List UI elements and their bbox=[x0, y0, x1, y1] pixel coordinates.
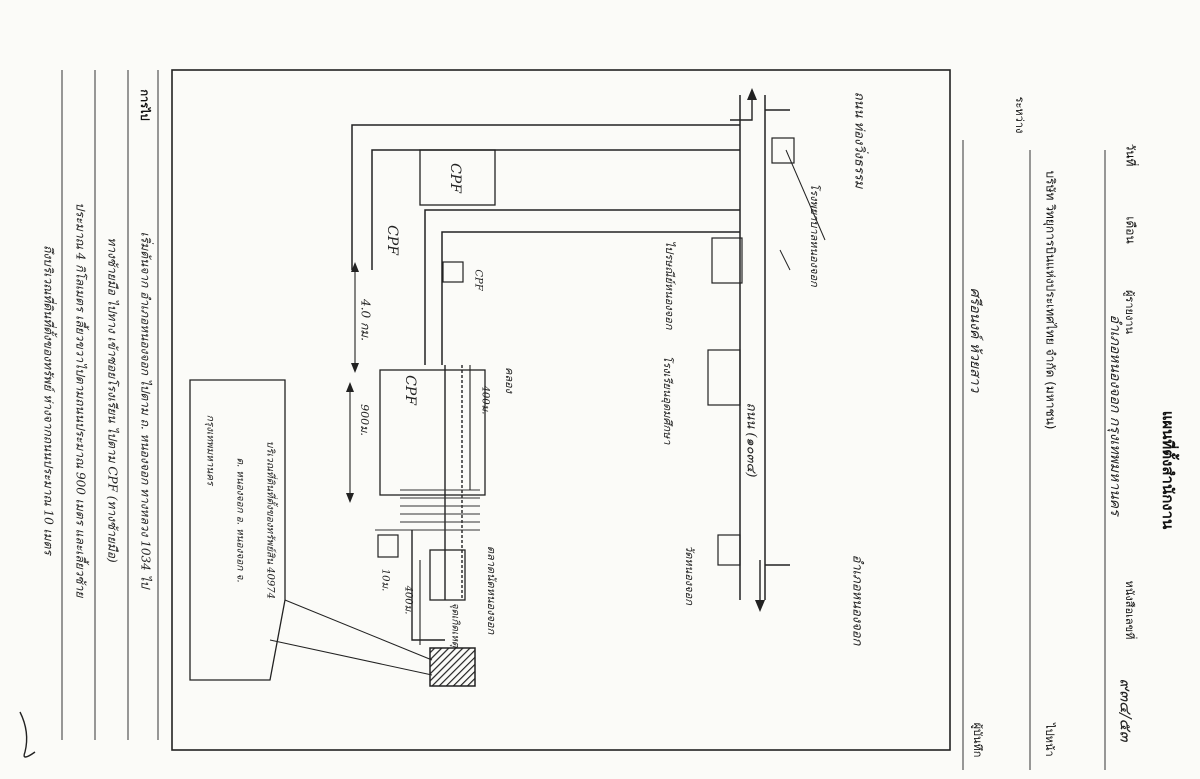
notes-line-1: เริ่มต้นจาก อำเภอหนองจอก ไปตาม ถ. หนองจอ… bbox=[138, 231, 153, 589]
arrow-top-left bbox=[730, 92, 753, 121]
label-market: ตลาดนัดหนองจอก bbox=[485, 545, 498, 635]
market-bldg bbox=[429, 549, 466, 601]
label-highway: ถนน (๑๐๓๔) bbox=[743, 402, 759, 478]
target-site bbox=[429, 647, 476, 687]
arrow-bottom-head bbox=[755, 600, 765, 612]
map-frame bbox=[171, 69, 951, 751]
cpf-branch-inner bbox=[441, 231, 740, 365]
label-dist-10: 10ม. bbox=[379, 568, 391, 592]
callout-pointer-1 bbox=[284, 599, 433, 661]
callout-pointer-2 bbox=[269, 639, 433, 676]
hospital-bldg bbox=[771, 137, 795, 164]
label-month: เดือน bbox=[1123, 216, 1138, 244]
arrow-top-head bbox=[747, 88, 757, 100]
signature-mark bbox=[19, 711, 36, 758]
notes-line-4: ถึงบริเวณที่ดินที่ตั้งของทรัพย์ ห่างจากถ… bbox=[41, 245, 56, 555]
pointer-hospital bbox=[785, 149, 826, 241]
form-title: แผนที่ตั้งสำนักงาน bbox=[1159, 410, 1177, 530]
small-bldg-canal bbox=[377, 534, 399, 558]
notes-heading: การไป bbox=[138, 89, 151, 121]
callout-line-2: ต. หนองจอก อ. หนองจอก จ. bbox=[234, 457, 246, 583]
school-bldg bbox=[707, 349, 741, 406]
pointer-road bbox=[779, 249, 791, 271]
label-doc-no: หนังสือเลขที่ bbox=[1123, 580, 1136, 640]
label-dist-4km: 4.0 กม. bbox=[358, 299, 373, 341]
label-canal: คลอง bbox=[503, 366, 516, 394]
label-between: ระหว่าง bbox=[1013, 96, 1026, 134]
label-school: โรงเรียนอุดมศึกษา bbox=[661, 355, 674, 445]
label-date: วันที่ bbox=[1123, 143, 1138, 167]
label-hospital: โรงพยาบาลหนองจอก bbox=[808, 183, 821, 287]
label-cpf-1: CPF bbox=[447, 163, 463, 193]
label-sign: ผู้บันทึก bbox=[971, 722, 984, 758]
label-cpf-small: CPF bbox=[472, 269, 484, 291]
callout-box bbox=[189, 379, 286, 681]
cpf-road-outer bbox=[351, 124, 740, 270]
label-post: ไปรษณีย์หนองจอก bbox=[663, 240, 676, 330]
canal-hatch bbox=[375, 489, 480, 531]
callout-line-1: บริเวณที่ดินที่ตั้งของทรัพย์สิน 40974 bbox=[264, 441, 276, 599]
label-dist-400b: 400ม. bbox=[402, 585, 414, 615]
label-dist-900: 900ม. bbox=[358, 404, 371, 436]
cpf-block-1 bbox=[419, 149, 496, 206]
label-cpf-3: CPF bbox=[402, 375, 418, 405]
reporter-name: อำเภอหนองจอก กรุงเทพมหานคร bbox=[1107, 314, 1123, 516]
notes-line-2: ทางซ้ายมือ ไปทาง เข้าซอยโรงเรียน ไปตาม C… bbox=[105, 237, 120, 563]
label-temple: วัดหนองจอก bbox=[683, 545, 696, 605]
cpf-road-inner bbox=[371, 149, 740, 270]
company-name: บริษัท วิทยุการบินแห่งประเทศไทย จำกัด (ม… bbox=[1043, 170, 1058, 430]
cpf-small-bldg bbox=[442, 261, 464, 283]
label-dist-400a: 400ม. bbox=[479, 385, 491, 415]
cpf-branch-outer bbox=[424, 209, 740, 365]
cpf-block-3 bbox=[379, 369, 486, 496]
label-cpf-2: CPF bbox=[384, 225, 400, 255]
label-road-top: ถนน ท่องวิ่งธรรม bbox=[851, 91, 867, 189]
temple-bldg bbox=[717, 534, 741, 566]
label-road-right: อำเภอหนองจอก bbox=[849, 554, 865, 646]
post-bldg bbox=[711, 237, 743, 284]
label-target: จุดเกิดเหตุ bbox=[449, 602, 461, 648]
notes-line-3: ประมาณ 4 กิโลเมตร เลี้ยวขวาไปตามถนนประมา… bbox=[73, 202, 88, 598]
label-attachment: ไปหน้า bbox=[1043, 723, 1056, 757]
site-access bbox=[411, 530, 445, 641]
doc-no: ๙๓๔/๕๓ bbox=[1116, 678, 1136, 742]
reporter-handwritten: ศรีอนงค์ ห้วยสาว bbox=[967, 287, 983, 393]
callout-line-3: กรุงเทพมหานคร bbox=[204, 414, 216, 486]
